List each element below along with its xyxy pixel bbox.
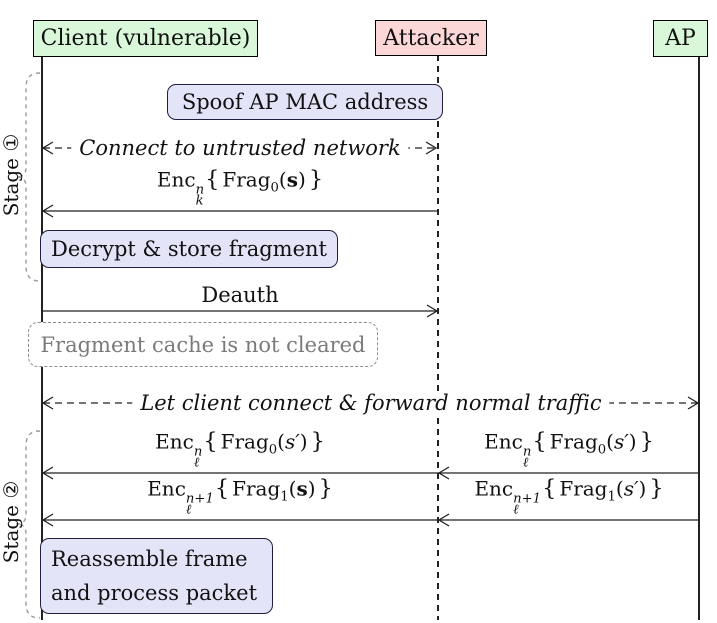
stage1-bracket — [15, 72, 41, 282]
arrowhead-left — [41, 396, 54, 410]
arrowhead-right — [687, 396, 700, 410]
arrowhead-at-attacker — [437, 466, 450, 480]
ap-actor-label: AP — [665, 26, 696, 51]
reassemble-note-line1: Reassemble frame — [51, 547, 248, 571]
arrowhead-right — [426, 304, 439, 318]
deauth-label: Deauth — [201, 283, 279, 307]
cache-note: Fragment cache is not cleared — [28, 322, 378, 367]
arrowhead-at-attacker — [437, 513, 450, 527]
decrypt-note: Decrypt & store fragment — [40, 230, 338, 268]
stage2-bracket — [15, 430, 41, 619]
stage2-label: Stage ② — [0, 480, 23, 564]
enc-stage1-arrow — [41, 204, 438, 218]
spoof-note-text: Spoof AP MAC address — [181, 90, 429, 114]
arrowhead-at-client — [41, 513, 54, 527]
deauth-arrow — [42, 304, 439, 318]
ap-actor-box: AP — [653, 20, 708, 57]
arrowhead-right — [425, 141, 438, 155]
client-actor-label: Client (vulnerable) — [40, 26, 251, 51]
spoof-note: Spoof AP MAC address — [167, 84, 443, 120]
stage1-label: Stage ① — [0, 133, 23, 217]
attacker-actor-label: Attacker — [383, 25, 479, 51]
let-connect-label: Let client connect & forward normal traf… — [132, 391, 610, 415]
attacker-actor-box: Attacker — [375, 20, 487, 56]
s2-row2-arrow — [41, 513, 699, 527]
reassemble-note: Reassemble frame and process packet — [40, 538, 273, 614]
s2-row1-arrow — [41, 466, 699, 480]
arrowhead-left — [41, 204, 54, 218]
client-actor-box: Client (vulnerable) — [33, 20, 258, 57]
reassemble-note-line2: and process packet — [51, 581, 258, 605]
arrowhead-left — [41, 141, 54, 155]
connect-label: Connect to untrusted network — [71, 136, 409, 160]
decrypt-note-text: Decrypt & store fragment — [51, 237, 327, 261]
arrowhead-at-client — [41, 466, 54, 480]
cache-note-text: Fragment cache is not cleared — [40, 332, 366, 357]
